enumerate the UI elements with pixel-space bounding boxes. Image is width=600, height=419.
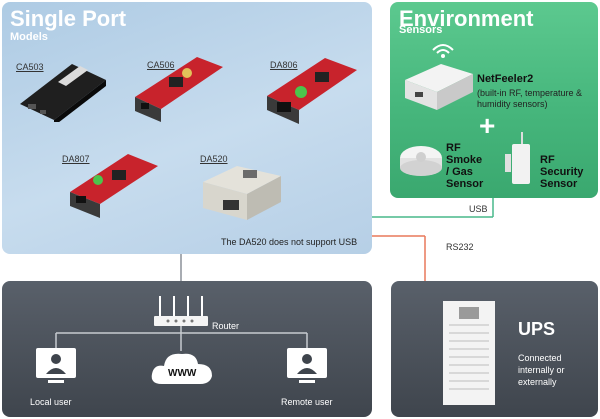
- da806-card-icon: [267, 58, 357, 124]
- environment-title: Environment: [399, 6, 534, 31]
- remote-user-monitor-icon: [287, 348, 327, 383]
- ca506-card-icon: [135, 57, 223, 122]
- security-sensor-icon: [505, 132, 530, 184]
- model-label-ca503: CA503: [16, 62, 44, 72]
- model-label-da520: DA520: [200, 154, 228, 164]
- ups-panel: UPS Connected internally or externally: [391, 281, 598, 417]
- security-sensor-label-1: RF: [540, 154, 555, 166]
- netfeeler-name: NetFeeler2: [477, 73, 534, 85]
- smoke-sensor-label-1: RF: [446, 142, 461, 154]
- router-label: Router: [212, 321, 240, 331]
- network-lines: [55, 325, 308, 351]
- model-label-ca506: CA506: [147, 60, 175, 70]
- ups-desc-line-2: internally or: [518, 365, 565, 375]
- ups-desc-line-3: externally: [518, 377, 557, 387]
- ups-title: UPS: [518, 319, 556, 339]
- usb-connection-label: USB: [469, 204, 488, 214]
- single-port-subtitle: Models: [10, 31, 48, 43]
- smoke-sensor-label-4: Sensor: [446, 178, 484, 190]
- environment-panel: Environment Sensors NetFeeler2 (built-in…: [390, 2, 598, 198]
- router-icon: [154, 296, 208, 326]
- netfeeler-desc-line-1: (built-in RF, temperature &: [477, 88, 583, 98]
- security-sensor-label-2: Security: [540, 166, 584, 178]
- netfeeler-device-icon: [405, 64, 473, 110]
- netfeeler-desc-line-2: humidity sensors): [477, 99, 548, 109]
- smoke-sensor-label-2: Smoke: [446, 154, 483, 166]
- ups-desc-line-1: Connected: [518, 353, 562, 363]
- wireless-signal-icon: [432, 44, 454, 58]
- remote-user-label: Remote user: [281, 397, 333, 407]
- network-panel: Router WWW Local user Remote user: [2, 281, 372, 417]
- security-sensor-label-3: Sensor: [540, 178, 578, 190]
- ca503-device-icon: [20, 64, 106, 122]
- rs232-connection-label: RS232: [446, 242, 474, 252]
- smoke-gas-sensor-icon: [400, 146, 442, 176]
- internet-cloud-icon: [151, 353, 212, 384]
- plus-sign: +: [479, 110, 496, 141]
- da520-usb-note: The DA520 does not support USB: [221, 237, 358, 247]
- da807-card-icon: [70, 154, 158, 218]
- single-port-panel: Single Port Models CA503 CA506 DA806 DA8…: [2, 2, 372, 254]
- single-port-title: Single Port: [10, 6, 127, 31]
- local-user-label: Local user: [30, 397, 72, 407]
- model-label-da806: DA806: [270, 60, 298, 70]
- model-label-da807: DA807: [62, 154, 90, 164]
- smoke-sensor-label-3: / Gas: [446, 166, 473, 178]
- environment-subtitle: Sensors: [399, 24, 443, 36]
- local-user-monitor-icon: [36, 348, 76, 383]
- da520-card-icon: [203, 166, 281, 220]
- www-label: WWW: [168, 368, 197, 379]
- ups-tower-icon: [443, 301, 495, 405]
